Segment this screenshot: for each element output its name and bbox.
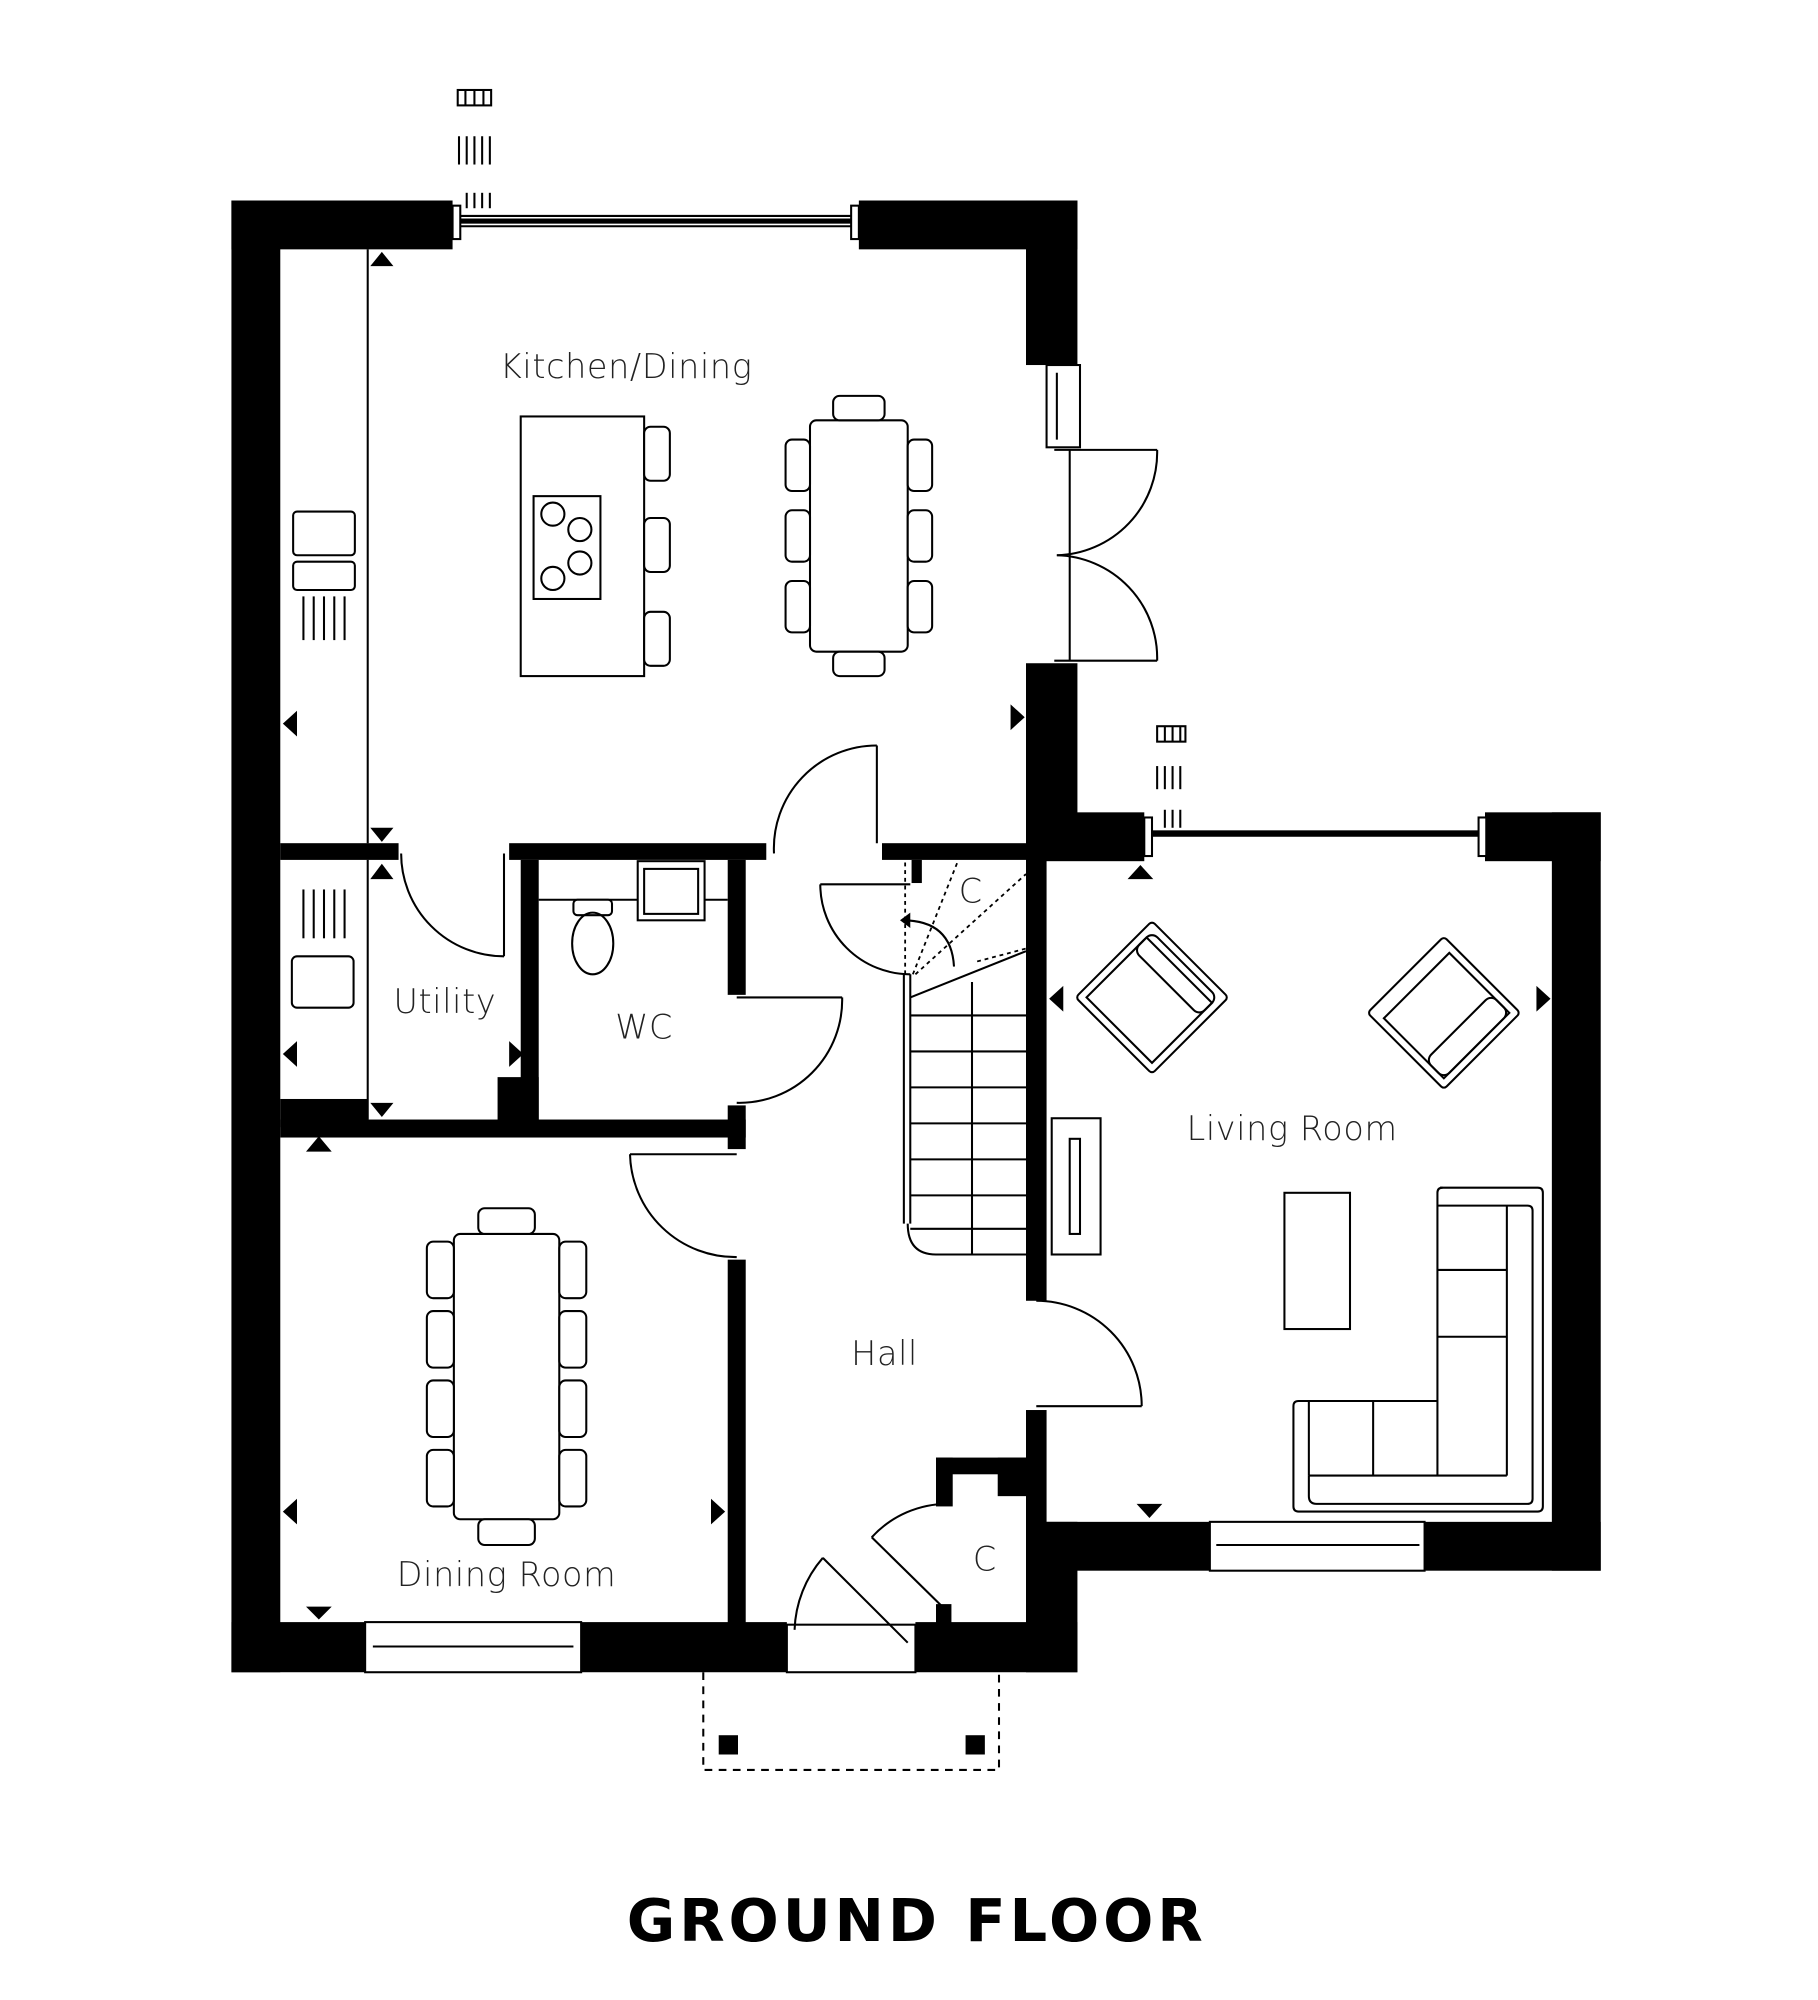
floor-title: GROUND FLOOR: [627, 1886, 1207, 1955]
room-label-stair-cupboard: C: [959, 871, 983, 910]
living-fittings: [1050, 921, 1544, 1513]
windows: [364, 204, 1488, 1674]
room-label-kitchen-dining: Kitchen/Dining: [500, 347, 753, 386]
room-label-hall: Hall: [851, 1334, 918, 1373]
room-label-living-room: Living Room: [1187, 1109, 1398, 1148]
doors: [400, 448, 1159, 1644]
dining-fittings: [425, 1207, 588, 1547]
porch-canopy: [702, 1672, 1001, 1771]
staircase: [900, 860, 1027, 1256]
utility-wc-fittings: [290, 859, 728, 1120]
walls: [231, 200, 1601, 1673]
dimension-arrows: [282, 251, 1551, 1620]
room-label-dining-room: Dining Room: [397, 1555, 617, 1594]
room-label-wc: WC: [615, 1008, 673, 1047]
room-label-utility: Utility: [393, 982, 496, 1021]
kitchen-fittings: [292, 249, 934, 844]
room-label-hall-cupboard: C: [973, 1540, 997, 1579]
vent-marks: [456, 88, 1187, 828]
